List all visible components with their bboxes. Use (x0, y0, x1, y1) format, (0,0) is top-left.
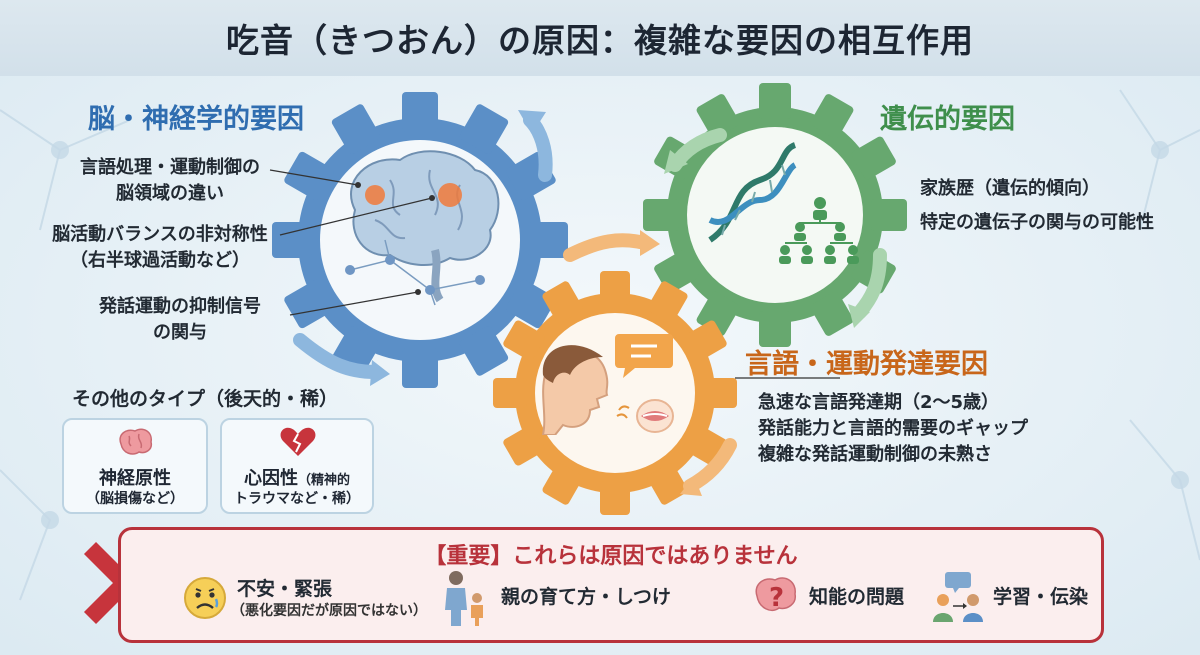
genetic-items: 家族歴（遺伝的傾向） 特定の遺伝子の関与の可能性 (920, 172, 1190, 240)
broken-heart-icon (280, 427, 316, 456)
brain-item-2-line2: （右半球過活動など） (70, 250, 250, 271)
other-card-1-label: 神経原性 (99, 468, 171, 489)
language-heading: 言語・運動発達要因 (745, 349, 988, 380)
brain-question-icon: ? (755, 577, 796, 613)
genetic-item-2: 特定の遺伝子の関与の可能性 (920, 212, 1154, 233)
not-cause-1-sub: （悪化要因だが原因ではない） (231, 603, 427, 619)
brain-item-2: 脳活動バランスの非対称性 （右半球過活動など） (30, 222, 290, 274)
genetic-gear (643, 83, 907, 347)
other-heading: その他のタイプ（後天的・稀） (72, 388, 339, 410)
not-cause-1-label: 不安・緊張 (237, 578, 333, 600)
brain-item-1-line2: 脳領域の違い (116, 183, 224, 204)
speech-bubble-icon (615, 334, 673, 378)
language-items: 急速な言語発達期（2〜5歳） 発話能力と言語的需要のギャップ 複雑な発話運動制御… (758, 390, 1058, 468)
not-cause-3-label: 知能の問題 (809, 586, 905, 608)
brain-item-3: 発話運動の抑制信号 の関与 (70, 294, 290, 346)
other-card-1-sub: （脳損傷など） (86, 491, 184, 507)
brain-item-3-line2: の関与 (153, 322, 207, 343)
other-card-2-sub: トラウマなど・稀） (234, 491, 360, 507)
not-cause-2-label: 親の育て方・しつけ (501, 586, 671, 608)
svg-text:?: ? (769, 583, 784, 613)
not-causes-title: 【重要】これらは原因ではありません (424, 544, 798, 569)
people-chat-icon (933, 572, 983, 622)
language-item-1: 急速な言語発達期（2〜5歳） (758, 392, 1000, 413)
page-title: 吃音（きつおん）の原因：複雑な要因の相互作用 (0, 0, 1200, 76)
child-face-icon (541, 345, 609, 435)
other-card-neurogenic: 神経原性 （脳損傷など） (62, 418, 208, 514)
not-cause-4-label: 学習・伝染 (993, 586, 1089, 608)
brain-item-3-line1: 発話運動の抑制信号 (99, 296, 261, 317)
brain-icon (119, 428, 153, 455)
other-card-psychogenic: 心因性（精神的 トラウマなど・稀） (220, 418, 374, 514)
brain-heading: 脳・神経学的要因 (88, 104, 304, 135)
parent-child-icon (445, 571, 483, 626)
language-item-2: 発話能力と言語的需要のギャップ (758, 418, 1028, 439)
language-item-3: 複雑な発話運動制御の未熟さ (758, 444, 992, 465)
family-tree-icon (779, 197, 859, 264)
other-card-2-label: 心因性 (243, 468, 298, 489)
brain-item-1: 言語処理・運動制御の 脳領域の違い (50, 155, 290, 207)
mouth-icon (616, 399, 674, 433)
other-card-2-label-small: （精神的 (297, 473, 350, 488)
genetic-item-1: 家族歴（遺伝的傾向） (920, 178, 1100, 199)
not-causes-box: 【重要】これらは原因ではありません 不安・緊張 （悪化要因だが原因ではない） 親… (118, 527, 1104, 643)
brain-item-1-line1: 言語処理・運動制御の (80, 157, 260, 178)
worried-face-icon (184, 577, 226, 619)
brain-icon (345, 150, 500, 306)
brain-item-2-line1: 脳活動バランスの非対称性 (52, 224, 268, 245)
dna-icon (708, 142, 797, 243)
genetic-heading: 遺伝的要因 (880, 104, 1015, 135)
